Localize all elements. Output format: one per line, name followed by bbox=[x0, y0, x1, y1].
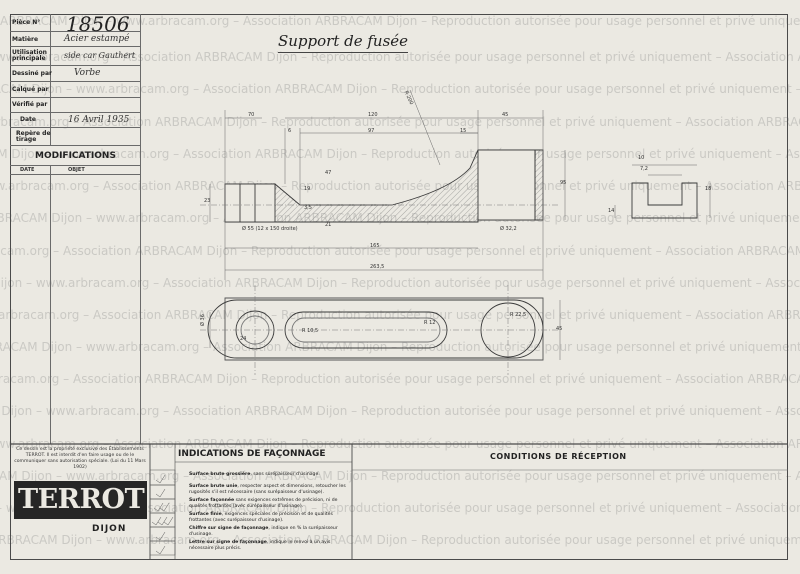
dim-thread-right: Ø 32,2 bbox=[500, 226, 517, 232]
date-value: 16 Avril 1935 bbox=[68, 115, 130, 125]
dim-r12: R 12 bbox=[424, 320, 436, 326]
dim-side-7-2: 7,2 bbox=[640, 166, 648, 172]
dim-165: 165 bbox=[370, 243, 380, 249]
dim-36: Ø 36 bbox=[200, 314, 206, 326]
modifications-col-objet: OBJET bbox=[68, 167, 85, 173]
watermark-text: ARBRACAM Dijon – www.arbracam.org – Asso… bbox=[0, 469, 800, 483]
dessine-value: Vorbe bbox=[74, 68, 101, 78]
row-piece: Pièce N° 18506 bbox=[10, 12, 140, 36]
dim-side-14: 14 bbox=[608, 208, 615, 214]
watermark-text: ARBRACAM Dijon – www.arbracam.org – Asso… bbox=[0, 244, 800, 258]
watermark-text: ARBRACAM Dijon – www.arbracam.org – Asso… bbox=[0, 308, 800, 322]
sheet-border bbox=[10, 14, 788, 560]
indications-title: INDICATIONS DE FAÇONNAGE bbox=[178, 449, 326, 459]
modifications-title: MODIFICATIONS bbox=[35, 151, 116, 161]
modifications-col-divider bbox=[50, 165, 51, 444]
dim-15: 15 bbox=[460, 128, 467, 134]
repere-label: Repère de tirage bbox=[16, 130, 51, 143]
part-side-view bbox=[631, 182, 698, 219]
watermark-text: ARBRACAM Dijon – www.arbracam.org – Asso… bbox=[0, 147, 800, 161]
dim-45-b: 45 bbox=[556, 326, 563, 332]
watermark-text: ARBRACAM Dijon – www.arbracam.org – Asso… bbox=[0, 179, 800, 193]
dim-3-5: 3,5 bbox=[304, 205, 312, 211]
dim-95: 95 bbox=[560, 180, 567, 186]
dim-23: 23 bbox=[204, 198, 211, 204]
utilisation-value: side car Gauthert bbox=[64, 51, 136, 60]
conditions-title: CONDITIONS DE RÉCEPTION bbox=[490, 452, 627, 461]
row-verifie: Vérifié par bbox=[10, 98, 140, 113]
watermark-text: ARBRACAM Dijon – www.arbracam.org – Asso… bbox=[0, 115, 800, 129]
dim-r22-5: R 22,5 bbox=[510, 312, 527, 318]
verifie-label: Vérifié par bbox=[12, 101, 48, 108]
matiere-label: Matière bbox=[12, 36, 39, 43]
dim-45: 45 bbox=[502, 112, 509, 118]
watermark-text: ARBRACAM Dijon – www.arbracam.org – Asso… bbox=[0, 533, 800, 547]
watermark-text: ARBRACAM Dijon – www.arbracam.org – Asso… bbox=[0, 82, 800, 96]
row-repere: Repère de tirage bbox=[10, 128, 140, 146]
row-date: Date 16 Avril 1935 bbox=[10, 113, 140, 128]
dim-24: 24 bbox=[240, 336, 247, 342]
modifications-header-rule bbox=[10, 174, 140, 175]
title-block-divider bbox=[140, 14, 141, 444]
dessine-label: Dessiné par bbox=[12, 70, 52, 77]
row-dessine: Dessiné par Vorbe bbox=[10, 66, 140, 82]
watermark-text: ARBRACAM Dijon – www.arbracam.org – Asso… bbox=[0, 14, 800, 28]
dim-120: 120 bbox=[368, 112, 378, 118]
part-bottom-view bbox=[224, 297, 544, 361]
dim-r10-5: R 10,5 bbox=[302, 328, 319, 334]
watermark-text: ARBRACAM Dijon – www.arbracam.org – Asso… bbox=[0, 50, 800, 64]
dim-side-10: 10 bbox=[638, 155, 645, 161]
dim-47: 47 bbox=[325, 170, 332, 176]
watermark-text: ARBRACAM Dijon – www.arbracam.org – Asso… bbox=[0, 501, 800, 515]
indication-item: Chiffre sur signe de façonnage, indique … bbox=[189, 526, 338, 537]
dim-97: 97 bbox=[368, 128, 375, 134]
dim-thread-left: Ø 55 (12 x 150 droite) bbox=[242, 226, 298, 232]
indication-item: Surface brute grossière, sans surépaisse… bbox=[189, 472, 320, 477]
watermark-text: ARBRACAM Dijon – www.arbracam.org – Asso… bbox=[0, 372, 800, 386]
dim-70: 70 bbox=[248, 112, 255, 118]
dim-19: 19 bbox=[304, 186, 311, 192]
date-label: Date bbox=[20, 116, 36, 123]
title-block-col bbox=[50, 14, 51, 146]
dim-263-5: 263,5 bbox=[370, 264, 385, 270]
dim-6: 6 bbox=[288, 128, 292, 134]
calque-label: Calqué par bbox=[12, 86, 49, 93]
watermark-text: ARBRACAM Dijon – www.arbracam.org – Asso… bbox=[0, 276, 800, 290]
piece-number: 18506 bbox=[66, 12, 130, 36]
legal-notice: Ce dessin est la propriété exclusive des… bbox=[14, 447, 146, 470]
modifications-col-date: DATE bbox=[20, 167, 35, 173]
row-utilisation: Utilisation principale side car Gauthert bbox=[10, 47, 140, 66]
row-matiere: Matière Acier estampé bbox=[10, 32, 140, 47]
dim-21: 21 bbox=[325, 222, 332, 228]
dim-side-18: 18 bbox=[705, 186, 712, 192]
logo-city: DIJON bbox=[92, 524, 127, 534]
terrot-logo: TERROT bbox=[14, 481, 147, 519]
title-underline bbox=[278, 52, 408, 53]
indication-item: Surface finie, exigences spéciales de pr… bbox=[189, 512, 333, 523]
row-calque: Calqué par bbox=[10, 82, 140, 98]
indication-item: Lettre sur signe de façonnage, indique l… bbox=[189, 540, 331, 551]
indication-item: Surface façonnée sans exigences extrêmes… bbox=[189, 498, 338, 509]
matiere-value: Acier estampé bbox=[64, 34, 130, 44]
drawing-title: Support de fusée bbox=[278, 32, 409, 50]
indication-item: Surface brute unie, respecter aspect et … bbox=[189, 484, 346, 495]
watermark-text: ARBRACAM Dijon – www.arbracam.org – Asso… bbox=[0, 404, 800, 418]
logo-brand: TERROT bbox=[18, 484, 145, 515]
piece-label: Pièce N° bbox=[12, 19, 41, 26]
watermark-text: ARBRACAM Dijon – www.arbracam.org – Asso… bbox=[0, 340, 800, 354]
utilisation-label: Utilisation principale bbox=[12, 49, 47, 62]
modifications-rule bbox=[10, 165, 140, 166]
